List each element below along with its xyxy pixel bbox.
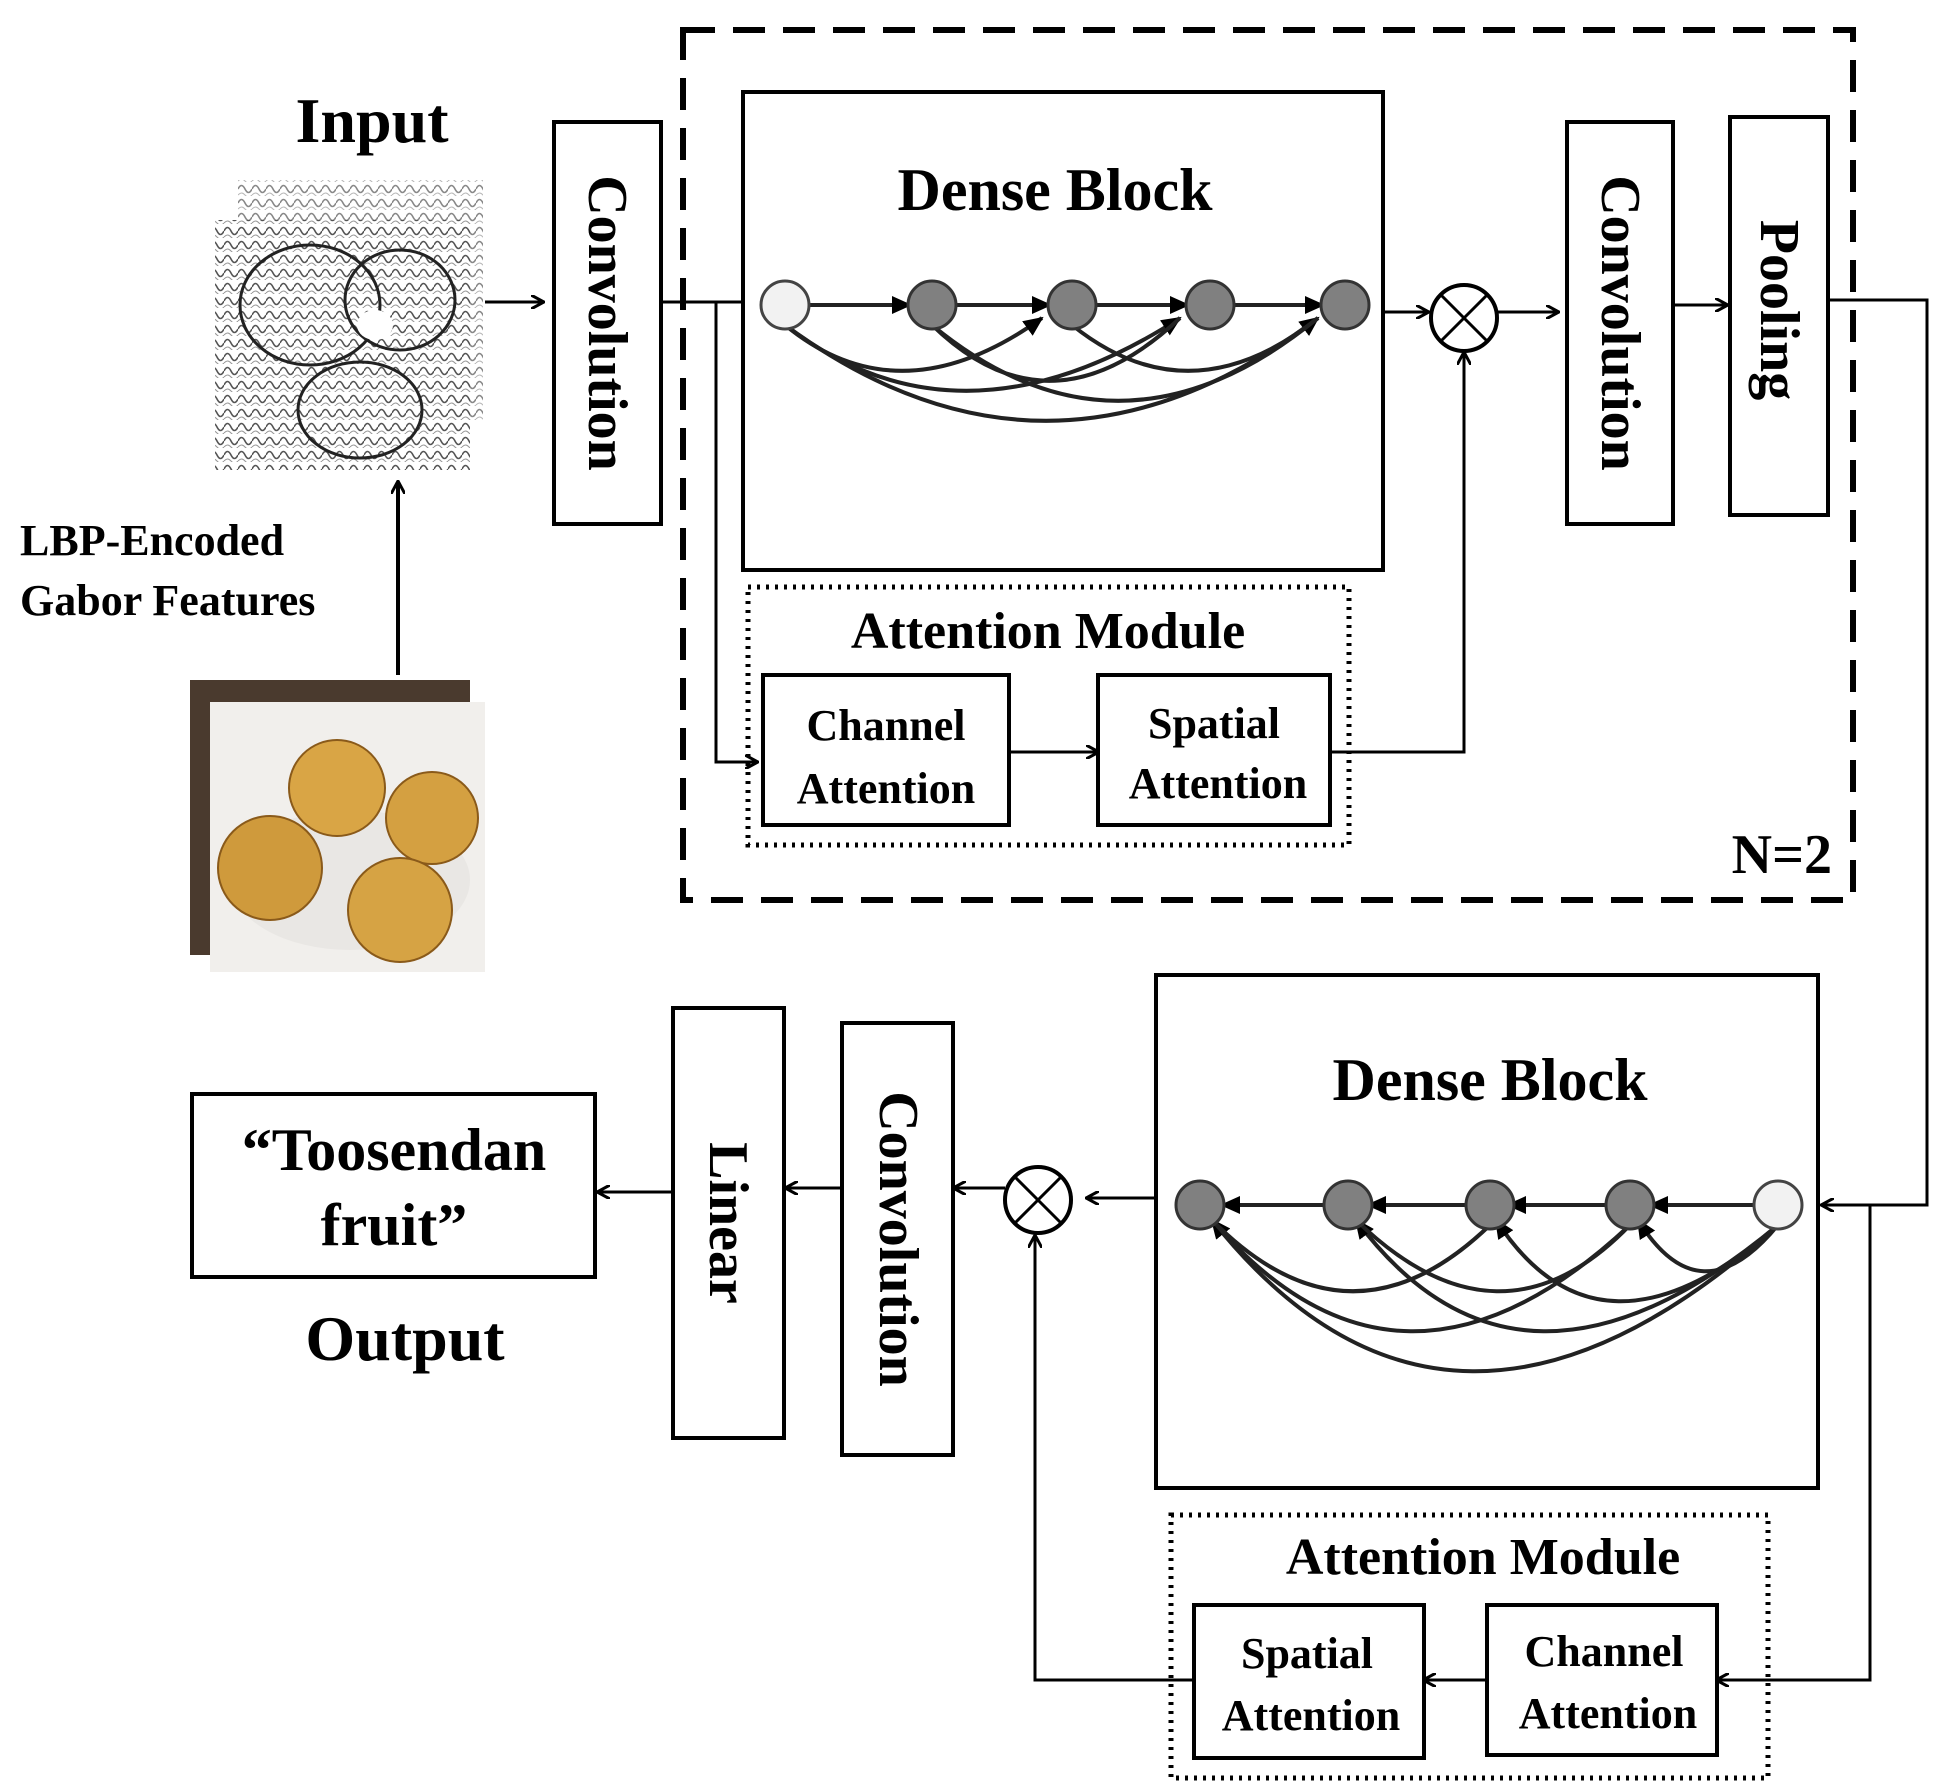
decoder-dense-node [1464, 1179, 1516, 1231]
decoder-conv-box [840, 1021, 955, 1457]
decoder-dense-node [1322, 1179, 1374, 1231]
encoder-dense-node-input [759, 279, 811, 331]
fruit-photo [190, 680, 485, 972]
encoder-dense-node [1319, 279, 1371, 331]
decoder-input-to-attention-arrow [1717, 1205, 1872, 1680]
input-title: Input [296, 85, 450, 156]
encoder-dense-node [1184, 279, 1236, 331]
decoder-dense-connections [1210, 1196, 1780, 1374]
decoder-dense-block-box [1154, 973, 1820, 1490]
decoder-spatial-attention-box [1192, 1603, 1426, 1760]
encoder-channel-attention-box [761, 673, 1011, 827]
decoder-dense-block-label: Dense Block [1333, 1047, 1649, 1113]
decoder-spatial-attention-line1: Spatial [1241, 1629, 1373, 1678]
encoder-dense-node [1046, 279, 1098, 331]
encoder-attention-module-label: Attention Module [851, 603, 1245, 660]
decoder-channel-attention-line2: Attention [1519, 1689, 1697, 1738]
encoder-spatial-attention-line2: Attention [1129, 759, 1307, 808]
linear-box [671, 1006, 786, 1440]
feature-label-line1: LBP-Encoded [20, 516, 284, 565]
encoder-spatial-attention-line1: Spatial [1148, 699, 1280, 748]
pooling-box [1728, 115, 1830, 517]
encoder-spatial-attention-box [1096, 673, 1332, 827]
decoder-channel-attention-line1: Channel [1525, 1627, 1684, 1676]
output-title: Output [305, 1303, 505, 1374]
encoder-conv-box [552, 120, 663, 526]
decoder-attention-module [1168, 1512, 1771, 1781]
decoder-attention-module-label: Attention Module [1286, 1529, 1680, 1586]
encoder-dense-connections [783, 296, 1325, 423]
encoder-multiply-icon [1429, 283, 1499, 353]
decoder-dense-node [1604, 1179, 1656, 1231]
spatial-to-multiply-arrow [1330, 353, 1464, 754]
conv-to-attention-arrow [714, 302, 757, 762]
decoder-conv-label: Convolution [867, 1091, 929, 1387]
decoder-spatial-to-multiply-arrow [1035, 1236, 1194, 1682]
encoder-dense-block-box [741, 90, 1385, 572]
encoder-attention-module [745, 584, 1352, 848]
linear-label: Linear [697, 1142, 759, 1304]
lbp-feature-image [215, 180, 483, 470]
decoder-dense-node [1174, 1179, 1226, 1231]
decoder-spatial-attention-line2: Attention [1222, 1691, 1400, 1740]
decoder-dense-node-input [1752, 1179, 1804, 1231]
encoder-channel-attention-line2: Attention [797, 764, 975, 813]
repeat-label: N=2 [1732, 824, 1832, 886]
feature-label-line2: Gabor Features [20, 576, 315, 625]
encoder-dense-block-label: Dense Block [898, 157, 1214, 223]
repeat-region [680, 27, 1856, 903]
encoder-conv2-label: Convolution [1589, 175, 1651, 471]
encoder-conv-label: Convolution [576, 175, 638, 471]
decoder-channel-attention-box [1485, 1603, 1719, 1757]
decoder-multiply-icon [1003, 1165, 1073, 1235]
pooling-to-decoder-arrow [1822, 298, 1929, 1205]
pooling-label: Pooling [1748, 220, 1810, 400]
encoder-dense-node [906, 279, 958, 331]
encoder-channel-attention-line1: Channel [807, 701, 966, 750]
output-label-line1: “Toosendan [242, 1117, 547, 1183]
output-label-line2: fruit” [321, 1192, 468, 1258]
encoder-conv2-box [1565, 120, 1675, 526]
output-box [190, 1092, 597, 1279]
